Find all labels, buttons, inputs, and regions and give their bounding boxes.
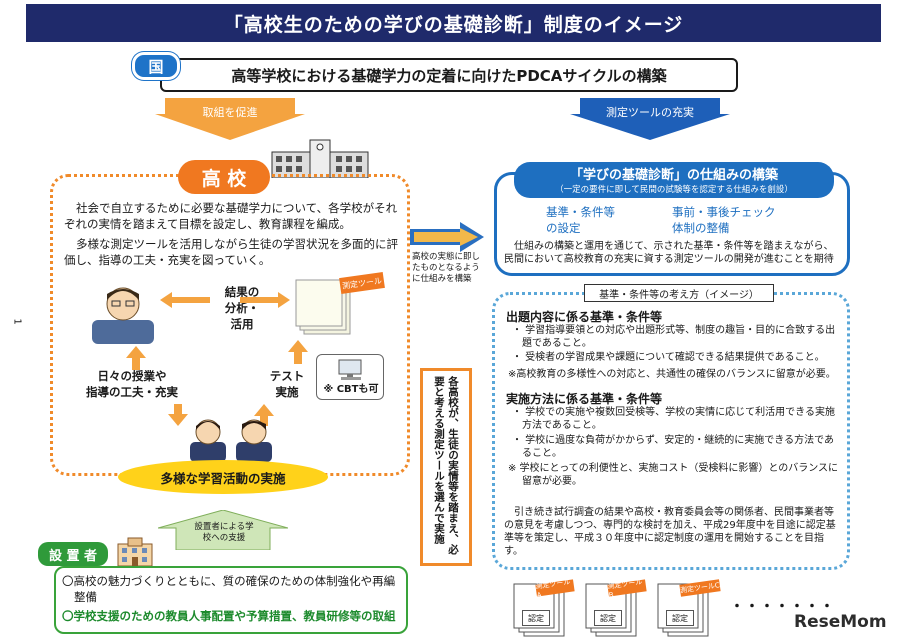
tool-c-nintei: 認定 — [666, 610, 694, 626]
pdca-banner: 高等学校における基礎学力の定着に向けたPDCAサイクルの構築 — [160, 58, 738, 92]
cycle-arrow-left-icon — [160, 292, 210, 308]
secchisha-line1: 〇高校の魅力づくりとともに、質の確保のための体制強化や再編整備 — [62, 574, 396, 604]
middle-right-arrow-icon — [410, 222, 484, 252]
tool-b-nintei: 認定 — [594, 610, 622, 626]
cycle-arrow-up-icon — [126, 346, 146, 370]
cycle-test: テスト 実施 — [269, 369, 305, 399]
cycle-analysis: 結果の 分析・ 活用 — [224, 285, 260, 331]
shikumi-subtitle: （一定の要件に即して民間の試験等を認定する仕組みを創設） — [555, 185, 793, 195]
teacher-icon — [88, 282, 158, 346]
shikumi-item2: 事前・事後チェック 体制の整備 — [672, 205, 776, 235]
vertical-note-text: 各高校が、生徒の実情等を踏まえ、必要と考える測定ツールを選んで実施 — [433, 376, 459, 555]
cycle-arrow-upright-icon — [288, 340, 308, 364]
cycle-arrow-down-icon — [168, 404, 188, 426]
tool-enhance-arrow: 測定ツールの充実 — [570, 98, 730, 140]
tool-docs-icon — [292, 278, 362, 336]
secchisha-line2: 〇学校支援のための教員人事配置や予算措置、教員研修等の取組 — [62, 609, 396, 623]
koukou-para2: 多様な測定ツールを活用しながら生徒の学習状況を多面的に評価し、指導の工夫・充実を… — [64, 237, 398, 267]
cycle-lessons: 日々の授業や 指導の工夫・充実 — [86, 369, 178, 399]
kijun-n1: ※高校教育の多様性への対応と、共通性の確保のバランスに留意が必要。 — [508, 369, 836, 380]
kijun-h2: 実施方法に係る基準・条件等 — [506, 392, 663, 406]
koukou-para1: 社会で自立するために必要な基礎学力について、各学校がそれぞれの実情を踏まえて目標… — [64, 201, 398, 231]
kijun-n2: ※ 学校にとっての利便性と、実施コスト（受検料に影響）とのバランスに留意が必要。 — [508, 463, 839, 487]
support-arrow: 設置者による学校への支援 — [157, 509, 289, 551]
shikumi-item1: 基準・条件等 の設定 — [546, 205, 615, 235]
tool-a-nintei: 認定 — [522, 610, 550, 626]
vertical-note-box: 各高校が、生徒の実情等を踏まえ、必要と考える測定ツールを選んで実施 — [420, 368, 472, 566]
page-title: 「高校生のための学びの基礎診断」制度のイメージ — [26, 4, 881, 42]
watermark: ReseMom — [794, 612, 887, 632]
koukou-label: 高 校 — [178, 160, 270, 194]
kijun-b3: ・ 学校での実施や複数回受検等、学校の実情に応じて利活用できる実施方法であること… — [512, 407, 835, 431]
shikumi-title: 「学びの基礎診断」の仕組みの構築 — [569, 168, 778, 183]
tools-more-dots: ・・・・・・・ — [730, 599, 835, 615]
support-arrow-label: 設置者による学校への支援 — [194, 522, 254, 543]
secchisha-label: 設 置 者 — [38, 542, 108, 566]
cycle-arrow-right-icon — [240, 292, 290, 308]
blue-down-arrow-icon — [570, 98, 730, 140]
orange-down-arrow-icon — [155, 98, 305, 140]
cbt-note: ※ CBTも可 — [323, 384, 379, 395]
kijun-conclusion: 引き続き試行調査の結果や高校・教育委員会等の関係者、民間事業者等の意見を考慮しつ… — [504, 507, 836, 557]
secchisha-panel — [54, 566, 408, 634]
tool-enhance-arrow-label: 測定ツールの充実 — [606, 106, 694, 119]
office-building-icon — [114, 536, 156, 567]
side-note: 高校の実態に即したものとなるように仕組みを構築 — [412, 252, 481, 284]
computer-icon — [338, 359, 362, 380]
tool-b-tag: 測定ツールB — [607, 578, 647, 600]
students-icon — [186, 414, 276, 462]
activities-ellipse: 多様な学習活動の実施 — [118, 460, 328, 494]
kijun-b2: ・ 受検者の学習成果や課題について確認できる結果提供であること。 — [512, 352, 825, 363]
page-number: 1 — [11, 318, 23, 325]
tool-b: 測定ツールB 認定 — [584, 578, 647, 638]
promote-arrow: 取組を促進 — [155, 98, 305, 140]
shikumi-header: 「学びの基礎診断」の仕組みの構築 （一定の要件に即して民間の試験等を認定する仕組… — [514, 162, 834, 198]
tool-a-tag: 測定ツールA — [535, 578, 575, 600]
kuni-badge: 国 — [132, 52, 180, 80]
tool-c: 測定ツールC 認定 — [656, 579, 722, 638]
cbt-box: ※ CBTも可 — [316, 354, 384, 400]
cycle-arrow-up2-icon — [254, 404, 274, 426]
school-building-icon — [270, 138, 370, 179]
tool-a: 測定ツールA 認定 — [512, 578, 575, 638]
kijun-b4: ・ 学校に過度な負荷がかからず、安定的・継続的に実施できる方法であること。 — [512, 435, 834, 459]
kijun-b1: ・ 学習指導要領との対応や出題形式等、制度の趣旨・目的に合致する出題であること。 — [512, 325, 836, 349]
promote-arrow-label: 取組を促進 — [202, 106, 258, 119]
kijun-h1: 出題内容に係る基準・条件等 — [506, 310, 663, 324]
shikumi-desc: 仕組みの構築と運用を通じて、示された基準・条件等を踏まえながら、民間において高校… — [504, 241, 834, 265]
kijun-header: 基準・条件等の考え方（イメージ） — [584, 284, 774, 302]
